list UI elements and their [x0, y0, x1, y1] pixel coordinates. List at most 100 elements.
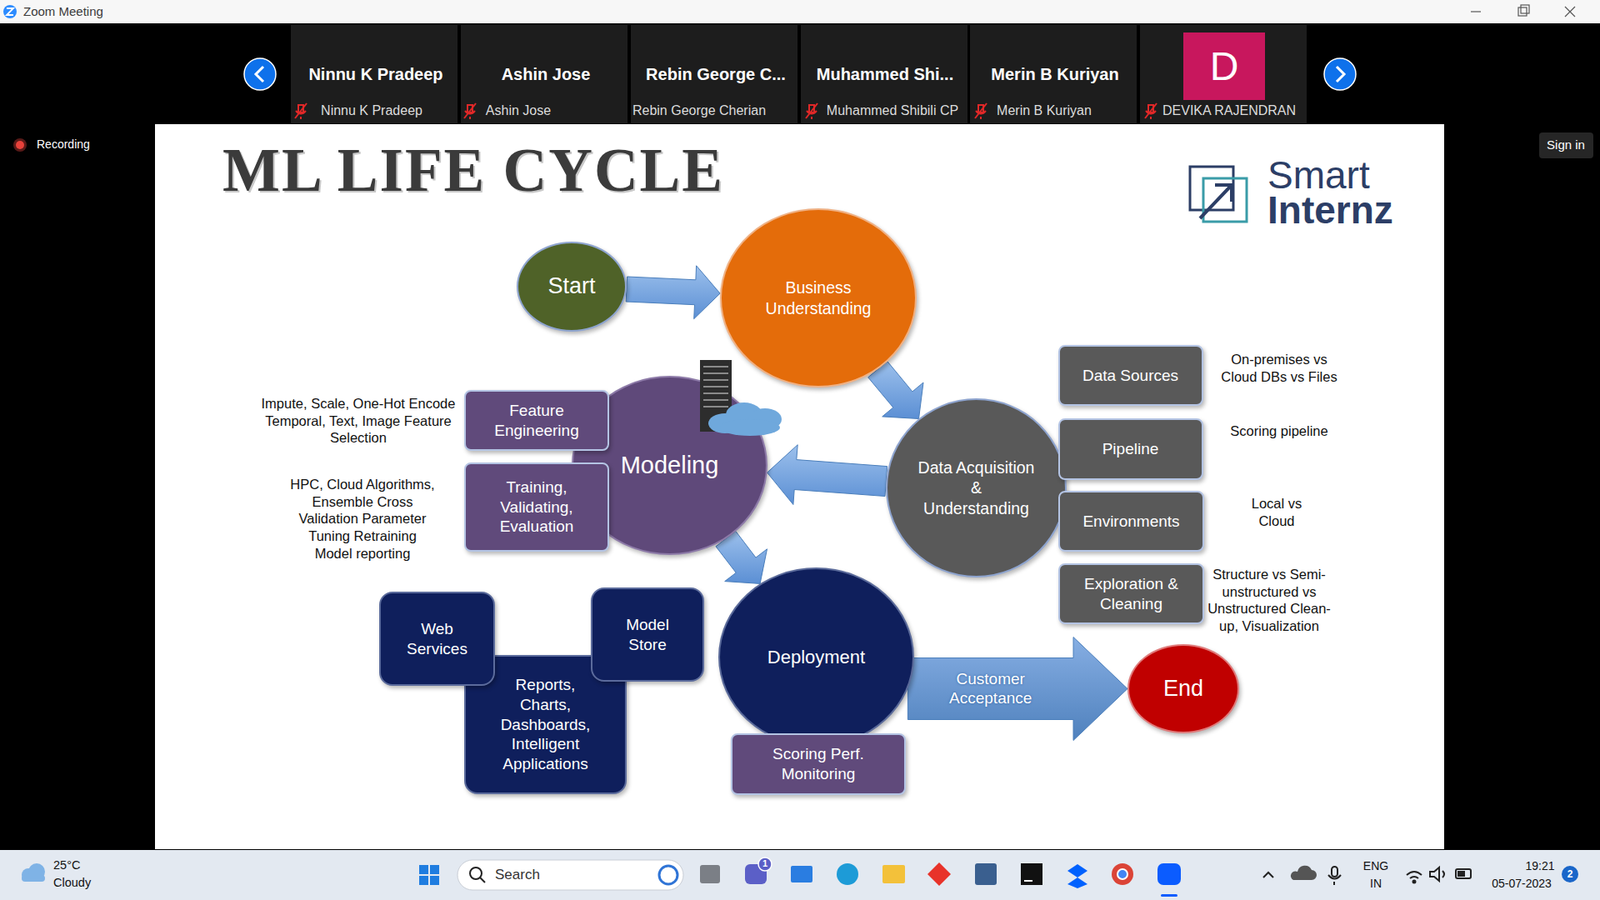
text-label: Local vs Cloud	[1243, 495, 1310, 530]
node-text: Modeling	[620, 450, 720, 480]
node-text-group: Deployment	[767, 645, 865, 670]
taskbar-app-icons	[1024, 880, 1033, 882]
search-box	[659, 865, 678, 885]
puzzle-piece: Model Store	[590, 587, 705, 682]
tray-icons	[1290, 865, 1317, 880]
nav-button	[255, 66, 264, 82]
label-box: Zoom Meeting	[23, 4, 104, 20]
server-cloud-icon	[748, 408, 782, 430]
label-box: DEVIKA RAJENDRAN	[1162, 102, 1296, 120]
label-box: 19:21	[1525, 859, 1555, 875]
process-box: Scoring Perf. Monitoring	[730, 733, 906, 795]
text-label: IN	[1370, 876, 1382, 892]
taskbar-app-icons	[700, 865, 720, 884]
zoom-logo	[6, 8, 14, 15]
node-text: Deployment	[767, 645, 865, 670]
text-label: 25°C	[53, 857, 80, 873]
text-label: HPC, Cloud Algorithms, Ensemble Cross Va…	[290, 475, 436, 562]
text-label: Merin B Kuriyan	[990, 64, 1119, 85]
taskbar-app-icons	[975, 863, 997, 885]
node-text-group: Web Services	[400, 619, 475, 660]
start-button	[419, 865, 440, 885]
recording-dot	[13, 138, 27, 152]
label-box: 05-07-2023	[1491, 876, 1552, 892]
label-box: IN	[1370, 876, 1382, 892]
start-button	[419, 865, 429, 875]
start-button	[430, 875, 440, 885]
text-label: 2	[1567, 868, 1574, 881]
label-box: 25°C	[53, 857, 80, 873]
participant-tiles	[970, 25, 1137, 124]
label-box: D	[1210, 41, 1240, 92]
window-controls	[1520, 5, 1530, 14]
server-cloud-icon	[708, 413, 742, 434]
text-label: Impute, Scale, One-Hot Encode Temporal, …	[254, 395, 463, 447]
slide	[155, 124, 1445, 850]
node-text: Feature Engineering	[474, 400, 600, 441]
node-text-group: Data Acquisition & Understanding	[915, 457, 1037, 519]
process-box: Training, Validating, Evaluation	[464, 462, 610, 552]
server-cloud-icon	[720, 419, 780, 436]
window-controls	[1470, 10, 1481, 12]
taskbar-app-icons	[1111, 863, 1134, 885]
participant-tiles	[290, 25, 1307, 124]
zoom-logo	[3, 5, 17, 19]
label-box: Sign in	[1546, 137, 1585, 154]
text-label: Zoom Meeting	[23, 4, 104, 20]
process-box: Data Sources	[1058, 345, 1204, 406]
node-text: End	[1163, 675, 1204, 704]
text-label: Ashin Jose	[501, 64, 591, 85]
label-box: Local vs Cloud	[1243, 495, 1310, 530]
node-text: Business Understanding	[755, 277, 881, 319]
server-cloud-icon	[703, 365, 729, 368]
label-box: Rebin George C...	[645, 64, 786, 85]
text-label: Muhammed Shibili CP	[826, 102, 959, 120]
sign-in-button	[1539, 132, 1594, 159]
window-controls	[1565, 6, 1575, 17]
node-text: Training, Validating, Evaluation	[486, 477, 587, 537]
node-text-group: Business Understanding	[755, 277, 881, 319]
text-label: On-premises vs Cloud DBs vs Files	[1216, 350, 1342, 385]
node-text: Start	[547, 272, 595, 301]
company-logo-mark	[1200, 185, 1232, 219]
server-cloud-icon	[703, 372, 729, 375]
node-text-group: Environments	[1069, 511, 1195, 532]
node-text: Reports, Charts, Dashboards, Intelligent…	[495, 675, 596, 775]
node-text: Web Services	[400, 619, 475, 660]
text-label: Muhammed Shi...	[816, 64, 954, 85]
label-box: Internz	[1267, 186, 1394, 235]
search-box	[480, 877, 485, 883]
server-cloud-icon	[703, 405, 729, 408]
label-box: Recording	[36, 137, 90, 153]
node-text-group: Model Store	[610, 615, 685, 655]
nav-button	[244, 58, 1356, 90]
participant-tiles	[460, 25, 628, 124]
text-label: Scoring pipeline	[1230, 422, 1328, 440]
window-controls	[1470, 5, 1575, 17]
label-box: HPC, Cloud Algorithms, Ensemble Cross Va…	[290, 475, 436, 562]
process-box: Exploration & Cleaning	[1058, 563, 1205, 625]
label-box: Impute, Scale, One-Hot Encode Temporal, …	[254, 395, 463, 447]
node-text: Data Acquisition & Understanding	[915, 457, 1037, 519]
label-box: Merin B Kuriyan	[990, 64, 1119, 85]
stage-circle: Deployment	[718, 567, 915, 747]
text-label: 19:21	[1525, 859, 1555, 875]
text-label: Sign in	[1546, 137, 1585, 154]
block-arrow	[767, 445, 888, 505]
node-text: Model Store	[610, 615, 685, 655]
tray-icons	[1406, 871, 1422, 879]
server-cloud-icon	[725, 402, 763, 428]
text-label: Ashin Jose	[485, 102, 551, 120]
mute-icon	[1145, 103, 1157, 119]
node-text: Exploration & Cleaning	[1083, 574, 1180, 615]
title-bar	[0, 0, 1600, 24]
tray-icons	[1413, 880, 1416, 884]
participant-tiles	[800, 25, 968, 124]
label-box: Ashin Jose	[501, 64, 591, 85]
block-arrow	[907, 637, 1128, 741]
server-cloud-icon	[703, 399, 729, 401]
text-label: D	[1210, 41, 1240, 92]
process-box: Feature Engineering	[464, 390, 610, 451]
node-text-group: Exploration & Cleaning	[1083, 574, 1180, 615]
taskbar	[0, 850, 1600, 900]
